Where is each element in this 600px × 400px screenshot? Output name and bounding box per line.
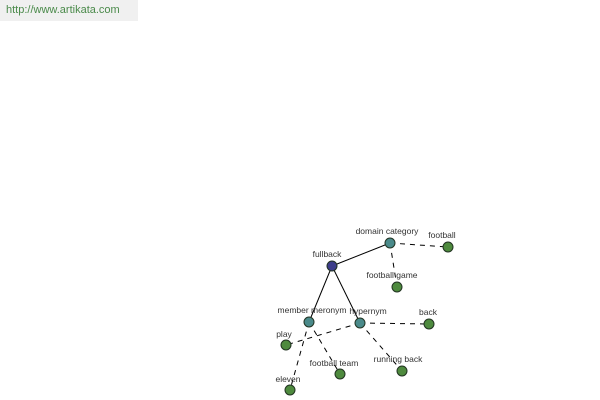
- node-label-hypernym[interactable]: hypernym: [349, 306, 386, 316]
- node-label-running-back[interactable]: running back: [374, 354, 423, 364]
- node-label-play[interactable]: play: [276, 329, 292, 339]
- edges-layer: [285, 242, 449, 391]
- edge-hypernym-to-play: [285, 322, 361, 346]
- node-label-football[interactable]: football: [428, 230, 456, 240]
- node-domain-category[interactable]: [384, 237, 396, 249]
- node-football-team[interactable]: [334, 368, 346, 380]
- source-url-link[interactable]: http://www.artikata.com: [0, 0, 138, 21]
- node-label-back[interactable]: back: [419, 307, 438, 317]
- node-label-member-meronym[interactable]: member meronym: [278, 305, 347, 315]
- node-member-meronym[interactable]: [303, 316, 315, 328]
- node-back[interactable]: [423, 318, 435, 330]
- node-label-eleven[interactable]: eleven: [275, 374, 300, 384]
- node-label-football-game[interactable]: football game: [366, 270, 417, 280]
- edge-member-meronym-to-football-team: [308, 321, 341, 375]
- node-label-football-team[interactable]: football team: [310, 358, 359, 368]
- edge-domain-category-to-football-game: [389, 242, 398, 288]
- node-eleven[interactable]: [284, 384, 296, 396]
- node-football[interactable]: [442, 241, 454, 253]
- node-football-game[interactable]: [391, 281, 403, 293]
- edge-fullback-to-hypernym: [331, 265, 361, 324]
- edge-domain-category-to-football: [389, 242, 449, 248]
- node-running-back[interactable]: [396, 365, 408, 377]
- edge-hypernym-to-running-back: [359, 322, 403, 372]
- node-label-fullback[interactable]: fullback: [313, 249, 343, 259]
- edge-fullback-to-member-meronym: [308, 265, 333, 323]
- edge-member-meronym-to-eleven: [289, 321, 310, 391]
- node-fullback[interactable]: [326, 260, 338, 272]
- nodes-layer: [280, 237, 454, 396]
- edge-fullback-to-domain-category: [331, 242, 391, 267]
- node-play[interactable]: [280, 339, 292, 351]
- node-hypernym[interactable]: [354, 317, 366, 329]
- edge-hypernym-to-back: [359, 322, 430, 325]
- node-label-domain-category[interactable]: domain category: [356, 226, 420, 236]
